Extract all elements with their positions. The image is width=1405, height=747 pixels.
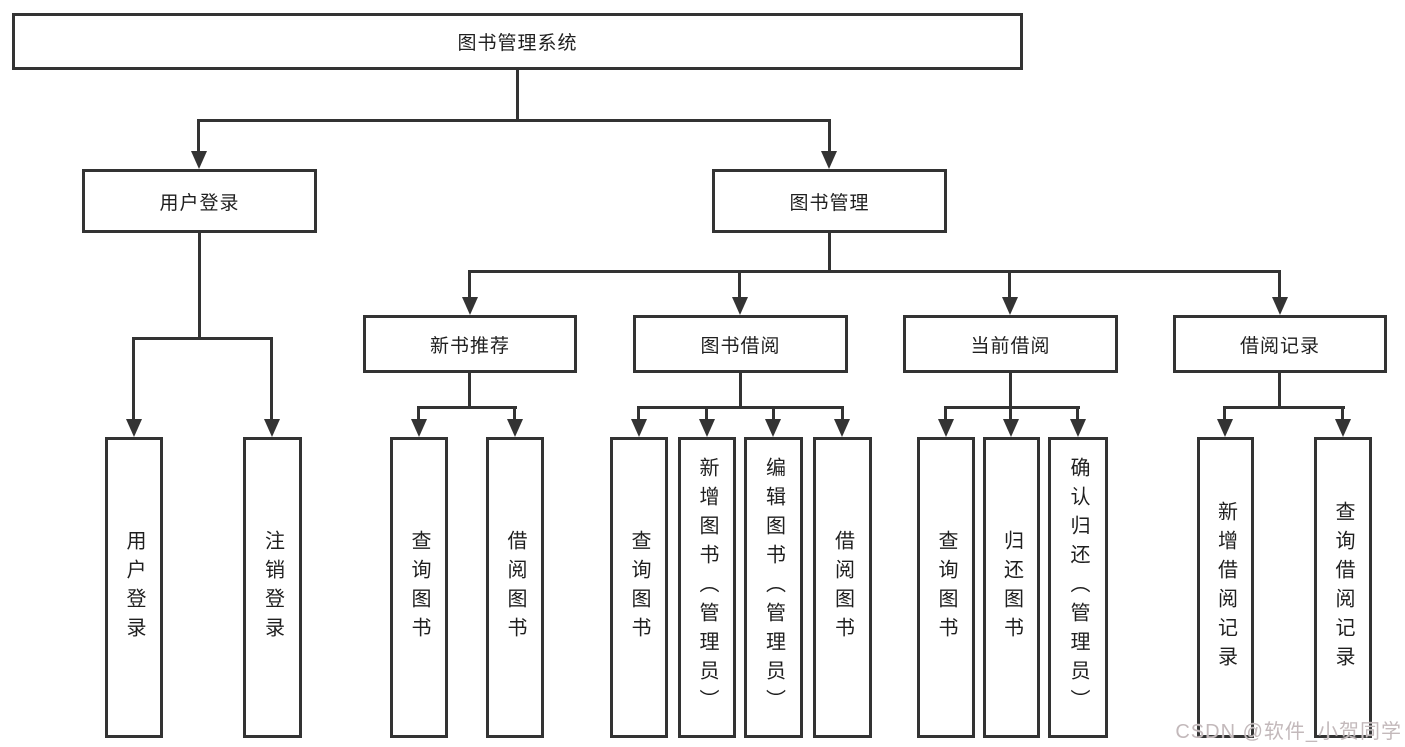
connector-line bbox=[198, 233, 201, 340]
leaf-borrow-query-book-label: 查询图书 bbox=[628, 529, 650, 646]
leaf-recommend-query-book-label: 查询图书 bbox=[408, 529, 430, 646]
leaf-record-query-record-label: 查询借阅记录 bbox=[1332, 500, 1354, 675]
connector-line bbox=[132, 337, 273, 340]
leaf-current-return-book: 归还图书 bbox=[983, 437, 1040, 738]
connector-line bbox=[1009, 373, 1012, 409]
connector-line bbox=[1341, 406, 1344, 422]
leaf-borrow-borrow-book: 借阅图书 bbox=[813, 437, 872, 738]
arrowhead-icon bbox=[1003, 419, 1019, 437]
connector-line bbox=[513, 406, 516, 422]
connector-line bbox=[637, 406, 640, 422]
leaf-record-query-record: 查询借阅记录 bbox=[1314, 437, 1372, 738]
node-book-management-label: 图书管理 bbox=[789, 192, 870, 214]
arrowhead-icon bbox=[631, 419, 647, 437]
node-book-management: 图书管理 bbox=[712, 169, 947, 233]
arrowhead-icon bbox=[126, 419, 142, 437]
node-user-login-label: 用户登录 bbox=[159, 192, 240, 214]
connector-line bbox=[197, 119, 831, 122]
arrowhead-icon bbox=[821, 151, 837, 169]
connector-line bbox=[468, 270, 1281, 273]
connector-line bbox=[1076, 406, 1079, 422]
connector-line bbox=[270, 337, 273, 423]
leaf-record-add-record: 新增借阅记录 bbox=[1197, 437, 1254, 738]
connector-line bbox=[132, 337, 135, 423]
arrowhead-icon bbox=[834, 419, 850, 437]
connector-line bbox=[828, 119, 831, 154]
leaf-borrow-edit-book-admin-label: 编辑图书（管理员） bbox=[762, 457, 785, 718]
leaf-borrow-edit-book-admin: 编辑图书（管理员） bbox=[744, 437, 803, 738]
leaf-recommend-borrow-book: 借阅图书 bbox=[486, 437, 544, 738]
connector-line bbox=[1278, 270, 1281, 299]
leaf-record-add-record-label: 新增借阅记录 bbox=[1214, 500, 1237, 675]
leaf-current-query-book: 查询图书 bbox=[917, 437, 975, 738]
arrowhead-icon bbox=[732, 297, 748, 315]
leaf-user-login: 用户登录 bbox=[105, 437, 163, 738]
leaf-logout-label: 注销登录 bbox=[261, 529, 284, 646]
leaf-borrow-borrow-book-label: 借阅图书 bbox=[831, 529, 854, 646]
connector-line bbox=[944, 406, 1080, 409]
connector-line bbox=[637, 406, 844, 409]
node-new-book-recommend: 新书推荐 bbox=[363, 315, 577, 373]
leaf-logout: 注销登录 bbox=[243, 437, 302, 738]
connector-line bbox=[705, 406, 708, 422]
leaf-current-confirm-return-admin: 确认归还（管理员） bbox=[1048, 437, 1108, 738]
arrowhead-icon bbox=[699, 419, 715, 437]
connector-line bbox=[944, 406, 947, 422]
connector-line bbox=[1008, 270, 1011, 299]
leaf-user-login-label: 用户登录 bbox=[123, 529, 145, 646]
connector-line bbox=[417, 406, 420, 422]
connector-line bbox=[1223, 406, 1345, 409]
leaf-borrow-add-book-admin: 新增图书（管理员） bbox=[678, 437, 736, 738]
connector-line bbox=[516, 70, 519, 122]
node-book-borrow-label: 图书借阅 bbox=[700, 335, 781, 357]
leaf-recommend-borrow-book-label: 借阅图书 bbox=[504, 529, 526, 646]
connector-line bbox=[197, 119, 200, 154]
leaf-current-confirm-return-admin-label: 确认归还（管理员） bbox=[1067, 457, 1089, 718]
arrowhead-icon bbox=[765, 419, 781, 437]
leaf-current-query-book-label: 查询图书 bbox=[935, 529, 957, 646]
arrowhead-icon bbox=[191, 151, 207, 169]
connector-line bbox=[417, 406, 517, 409]
node-user-login: 用户登录 bbox=[82, 169, 317, 233]
arrowhead-icon bbox=[507, 419, 523, 437]
csdn-watermark: CSDN @软件_小贺同学 bbox=[1175, 721, 1402, 743]
arrowhead-icon bbox=[1002, 297, 1018, 315]
leaf-recommend-query-book: 查询图书 bbox=[390, 437, 448, 738]
connector-line bbox=[739, 373, 742, 409]
connector-line bbox=[1223, 406, 1226, 422]
leaf-borrow-query-book: 查询图书 bbox=[610, 437, 668, 738]
arrowhead-icon bbox=[938, 419, 954, 437]
arrowhead-icon bbox=[1070, 419, 1086, 437]
connector-line bbox=[738, 270, 741, 299]
leaf-borrow-add-book-admin-label: 新增图书（管理员） bbox=[696, 457, 718, 718]
node-book-borrow: 图书借阅 bbox=[633, 315, 848, 373]
connector-line bbox=[828, 233, 831, 270]
node-root: 图书管理系统 bbox=[12, 13, 1023, 70]
arrowhead-icon bbox=[1217, 419, 1233, 437]
leaf-current-return-book-label: 归还图书 bbox=[1000, 529, 1023, 646]
arrowhead-icon bbox=[1335, 419, 1351, 437]
arrowhead-icon bbox=[264, 419, 280, 437]
node-borrow-record: 借阅记录 bbox=[1173, 315, 1387, 373]
connector-line bbox=[468, 270, 471, 299]
connector-line bbox=[468, 373, 471, 409]
node-borrow-record-label: 借阅记录 bbox=[1239, 335, 1320, 357]
arrowhead-icon bbox=[411, 419, 427, 437]
connector-line bbox=[772, 406, 775, 422]
connector-line bbox=[1278, 373, 1281, 409]
arrowhead-icon bbox=[462, 297, 478, 315]
arrowhead-icon bbox=[1272, 297, 1288, 315]
node-new-book-recommend-label: 新书推荐 bbox=[429, 335, 510, 357]
node-current-borrow: 当前借阅 bbox=[903, 315, 1118, 373]
node-root-label: 图书管理系统 bbox=[457, 33, 578, 54]
connector-line bbox=[1009, 406, 1012, 422]
node-current-borrow-label: 当前借阅 bbox=[970, 335, 1051, 357]
connector-line bbox=[841, 406, 844, 422]
